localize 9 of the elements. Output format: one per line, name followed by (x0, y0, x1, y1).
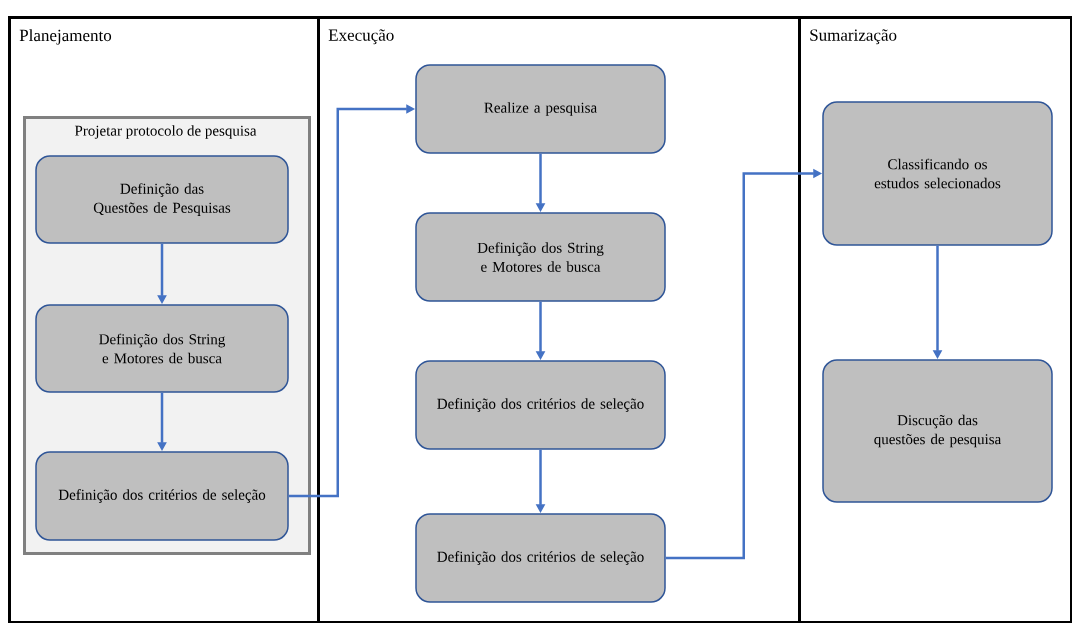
process-box: Discução das questões de pesquisa (822, 359, 1053, 503)
process-box: Classificando os estudos selecionados (822, 101, 1053, 246)
process-box: Realize a pesquisa (415, 64, 666, 154)
process-box: Definição dos critérios de seleção (415, 360, 666, 450)
process-box: Definição das Questões de Pesquisas (35, 155, 289, 244)
process-box: Definição dos critérios de seleção (35, 451, 289, 541)
process-box: Definição dos String e Motores de busca (35, 304, 289, 393)
process-box: Definição dos critérios de seleção (415, 513, 666, 603)
process-box: Definição dos String e Motores de busca (415, 212, 666, 302)
